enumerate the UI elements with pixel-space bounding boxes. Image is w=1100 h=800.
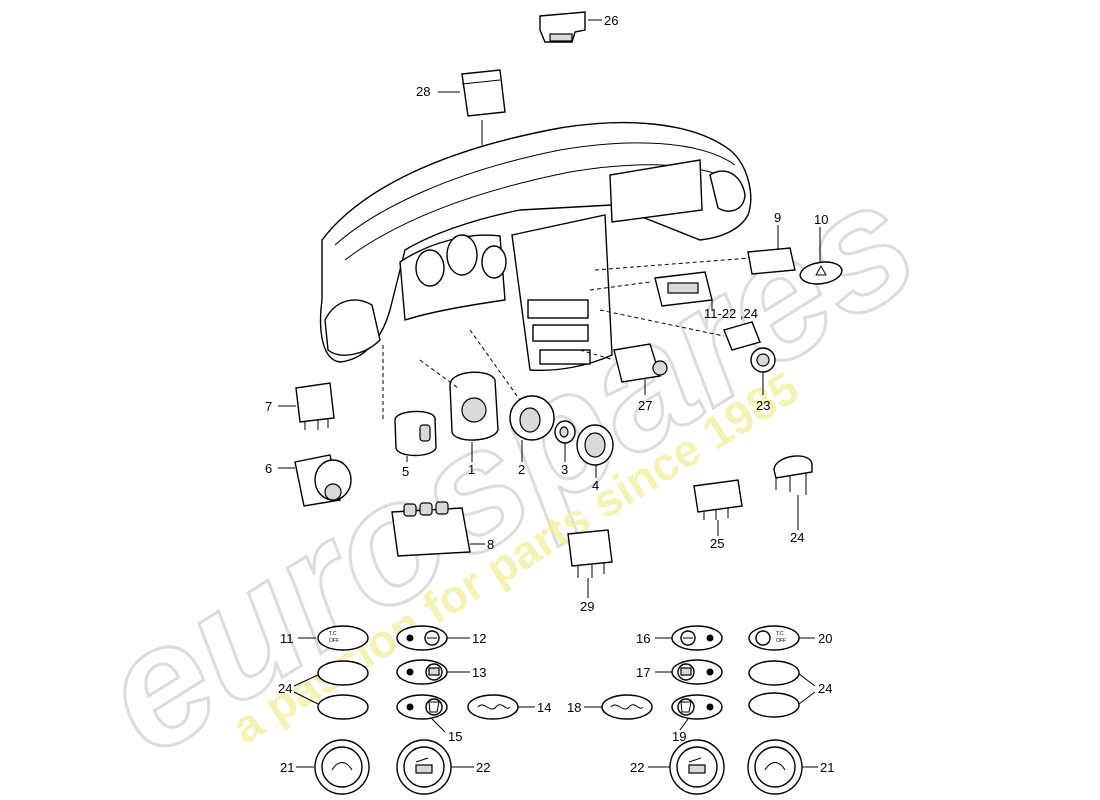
callout-26: 26 [604, 13, 618, 28]
button-24-blank-left-1 [317, 660, 369, 686]
callout-14: 14 [537, 700, 551, 715]
callout-11-22-24: 11-22 ,24 [704, 306, 758, 321]
part-26-bracket [539, 11, 586, 43]
knob-22-left [396, 739, 452, 795]
callout-23: 23 [756, 398, 770, 413]
callout-1: 1 [468, 462, 475, 477]
callout-2: 2 [518, 462, 525, 477]
button-24-blank-right-2 [748, 692, 800, 718]
watermark: eurospares a passion for parts since 198… [67, 143, 948, 793]
callout-24-clip: 24 [790, 530, 804, 545]
button-24-blank-left-2 [317, 694, 369, 720]
part-27-switch [613, 343, 668, 383]
callout-21-left: 21 [280, 760, 294, 775]
callout-19: 19 [672, 729, 686, 744]
button-17 [671, 659, 723, 685]
part-9-switch [747, 247, 796, 275]
callouts: 26 28 9 10 11-22 ,24 23 27 7 5 1 2 3 4 6… [265, 13, 828, 614]
callout-3: 3 [561, 462, 568, 477]
button-11-tc-off: T.C OFF [317, 625, 369, 651]
button-15 [396, 694, 448, 720]
callout-20: 20 [818, 631, 832, 646]
part-3-nut [554, 420, 576, 444]
knob-21-right [747, 739, 803, 795]
callout-29: 29 [580, 599, 594, 614]
callout-15: 15 [448, 729, 462, 744]
part-5-switch [394, 410, 437, 457]
button-20-tc-off: T.C OFF [748, 625, 800, 651]
part-6-switch [294, 454, 352, 507]
button-14 [467, 694, 519, 720]
callout-13: 13 [472, 665, 486, 680]
leader-lines [278, 19, 821, 598]
callout-27: 27 [638, 398, 652, 413]
button-24-blank-right-1 [748, 660, 800, 686]
callout-11: 11 [280, 631, 294, 646]
callout-10: 10 [814, 212, 828, 227]
callout-24-left: 24 [278, 681, 292, 696]
button-12 [396, 625, 448, 651]
knob-22-right [669, 739, 725, 795]
off-label-left: OFF [329, 638, 339, 644]
part-25-switch [693, 479, 743, 520]
part-23-ignition-lock [723, 321, 776, 373]
part-7-relay [295, 382, 335, 430]
button-13 [396, 659, 448, 685]
callout-9: 9 [774, 210, 781, 225]
tc-label-left: T.C [329, 631, 337, 637]
watermark-brand: eurospares [69, 145, 947, 792]
part-29-relay [567, 529, 613, 578]
button-cover-grid: 11 T.C OFF 12 16 T.C OFF 20 [278, 625, 834, 795]
callout-21-right: 21 [820, 760, 834, 775]
part-8-switch-panel [391, 501, 471, 557]
part-11-22-24-switch-block [654, 271, 713, 307]
callout-5: 5 [402, 464, 409, 479]
part-4-knob [576, 424, 614, 466]
callout-8: 8 [487, 537, 494, 552]
callout-16: 16 [636, 631, 650, 646]
knob-21-left [314, 739, 370, 795]
button-18 [601, 694, 653, 720]
part-10-hazard-button [799, 261, 843, 285]
tc-label-right: T.C [776, 631, 784, 637]
callout-22-left: 22 [476, 760, 490, 775]
part-24-clip [773, 455, 813, 495]
callout-28: 28 [416, 84, 430, 99]
callout-18: 18 [567, 700, 581, 715]
callout-7: 7 [265, 399, 272, 414]
callout-4: 4 [592, 478, 599, 493]
dashboard-assembly [319, 121, 752, 372]
part-2-switch-ring [509, 395, 555, 441]
callout-17: 17 [636, 665, 650, 680]
callout-25: 25 [710, 536, 724, 551]
callout-6: 6 [265, 461, 272, 476]
callout-24-right: 24 [818, 681, 832, 696]
callout-22-right: 22 [630, 760, 644, 775]
button-16 [671, 625, 723, 651]
part-28-relay [461, 69, 506, 117]
button-19 [671, 694, 723, 720]
off-label-right: OFF [776, 638, 786, 644]
callout-12: 12 [472, 631, 486, 646]
part-1-light-switch-body [449, 371, 499, 441]
